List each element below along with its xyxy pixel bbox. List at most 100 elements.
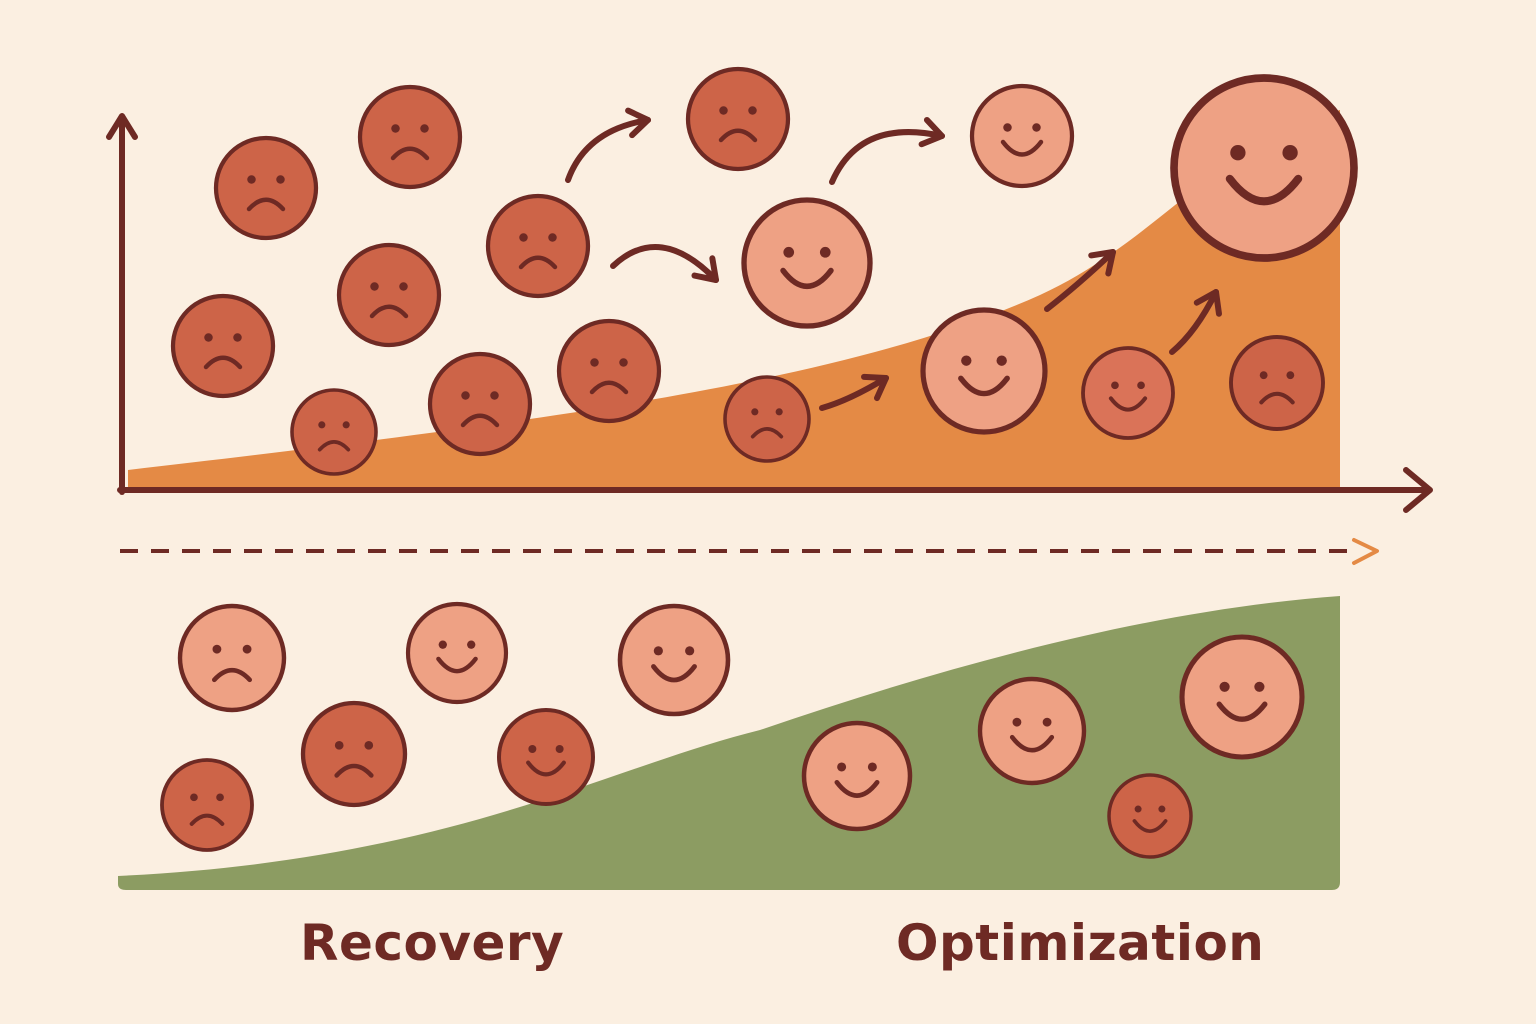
face-circle	[497, 708, 595, 806]
right-eye	[233, 333, 242, 342]
frown-mouth	[460, 413, 500, 428]
right-eye	[1282, 145, 1298, 161]
axes-layer	[106, 113, 1433, 565]
left-eye	[370, 282, 379, 291]
face-circle	[1229, 335, 1325, 431]
right-eye	[490, 391, 499, 400]
left-eye	[837, 762, 847, 772]
smiley-face-icon	[405, 601, 509, 705]
right-eye	[1254, 681, 1265, 692]
smiley-face-icon	[1107, 773, 1193, 859]
right-eye	[216, 793, 224, 802]
frown-mouth	[211, 667, 253, 683]
smile-mouth	[834, 779, 880, 798]
left-eye	[1219, 681, 1230, 692]
right-eye	[276, 175, 285, 184]
frown-mouth	[718, 128, 758, 143]
frown-mouth	[334, 763, 374, 778]
arrow-shaft	[610, 244, 719, 283]
smiley-face-icon	[1179, 634, 1305, 760]
face-circle	[290, 388, 378, 476]
face-circle	[485, 193, 591, 299]
face-circle	[170, 293, 276, 399]
arrow-head	[861, 373, 889, 402]
smile-mouth	[526, 760, 566, 777]
left-eye	[1003, 123, 1012, 132]
left-eye	[719, 106, 728, 115]
sad-face-icon	[290, 388, 378, 476]
face-circle	[1179, 634, 1305, 760]
smile-mouth	[1009, 734, 1055, 753]
smiley-face-icon	[977, 676, 1087, 786]
left-eye	[653, 646, 663, 656]
face-circle	[801, 720, 913, 832]
smile-mouth	[1000, 139, 1044, 157]
y-axis-arrowhead	[106, 113, 138, 140]
frown-mouth	[518, 255, 558, 270]
left-eye	[1230, 145, 1246, 161]
arrow-head	[625, 107, 651, 139]
frown-mouth	[317, 440, 351, 452]
smiley-face-icon	[617, 603, 731, 717]
sad-face-icon	[556, 318, 662, 424]
frown-mouth	[246, 197, 286, 212]
frown-mouth	[1259, 391, 1295, 405]
x-axis-arrowhead	[1403, 467, 1433, 513]
face-circle	[213, 135, 319, 241]
right-eye	[1286, 371, 1295, 380]
face-circle	[300, 700, 408, 808]
sad-face-icon	[685, 66, 791, 172]
face-circle	[160, 758, 254, 852]
sad-face-icon	[1229, 335, 1325, 431]
left-eye	[783, 246, 795, 258]
face-circle	[556, 318, 662, 424]
arrow-shaft	[819, 375, 889, 411]
arrow-shaft	[829, 129, 945, 185]
right-eye	[1032, 123, 1041, 132]
face-circle	[977, 676, 1087, 786]
curved-arrow-icon	[819, 373, 889, 411]
sad-face-icon	[300, 700, 408, 808]
sad-face-icon	[213, 135, 319, 241]
arrow-shaft	[565, 117, 651, 183]
frown-mouth	[203, 355, 243, 370]
right-eye	[467, 640, 476, 649]
arrow-head	[1193, 289, 1222, 317]
right-eye	[399, 282, 408, 291]
right-eye	[1158, 805, 1166, 813]
right-eye	[685, 646, 695, 656]
smiley-face-icon	[1081, 346, 1175, 440]
face-circle	[920, 307, 1048, 435]
curved-arrow-icon	[565, 107, 651, 183]
smile-mouth	[780, 267, 834, 289]
face-circle	[336, 242, 442, 348]
dashed-divider-arrowhead	[1352, 538, 1379, 565]
arrow-head	[1088, 249, 1116, 277]
right-eye	[420, 124, 429, 133]
arrows-layer	[565, 107, 1222, 411]
left-eye	[528, 745, 537, 754]
smile-mouth	[1216, 701, 1268, 722]
sad-face-icon	[160, 758, 254, 852]
sad-face-icon	[357, 84, 463, 190]
smile-mouth	[651, 664, 697, 683]
curved-arrow-icon	[1169, 289, 1222, 355]
left-eye	[1111, 381, 1119, 390]
left-eye	[461, 391, 470, 400]
smiley-face-icon	[801, 720, 913, 832]
left-eye	[334, 740, 344, 750]
left-eye	[751, 408, 759, 416]
left-eye	[204, 333, 213, 342]
left-eye	[590, 358, 599, 367]
right-eye	[364, 740, 374, 750]
frown-mouth	[589, 380, 629, 395]
right-eye	[342, 421, 350, 429]
right-eye	[748, 106, 757, 115]
frown-mouth	[750, 427, 784, 439]
right-eye	[996, 355, 1007, 366]
right-eye	[242, 644, 252, 654]
left-eye	[391, 124, 400, 133]
face-circle	[723, 375, 811, 463]
